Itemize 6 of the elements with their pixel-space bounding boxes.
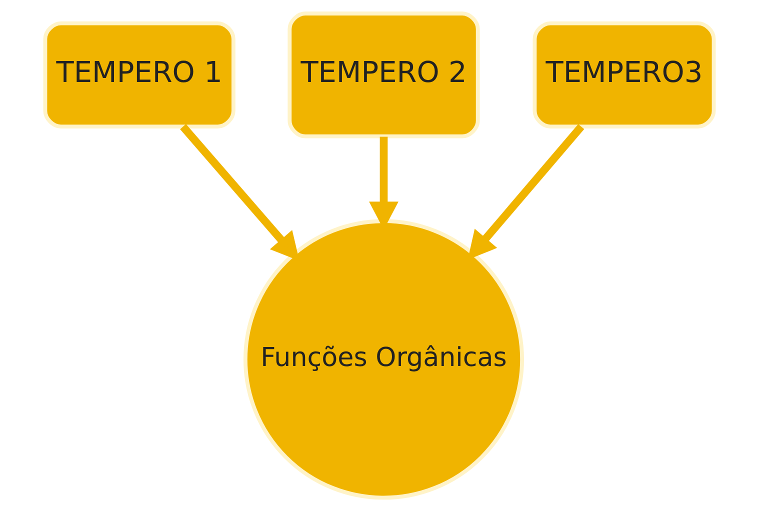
node-box: TEMPERO 2 bbox=[287, 12, 480, 138]
node-box: TEMPERO 1 bbox=[42, 21, 235, 128]
arrow bbox=[467, 124, 584, 260]
node-box: TEMPERO3 bbox=[532, 21, 716, 128]
arrow bbox=[180, 124, 299, 261]
node-circle: Funções Orgânicas bbox=[242, 219, 524, 500]
